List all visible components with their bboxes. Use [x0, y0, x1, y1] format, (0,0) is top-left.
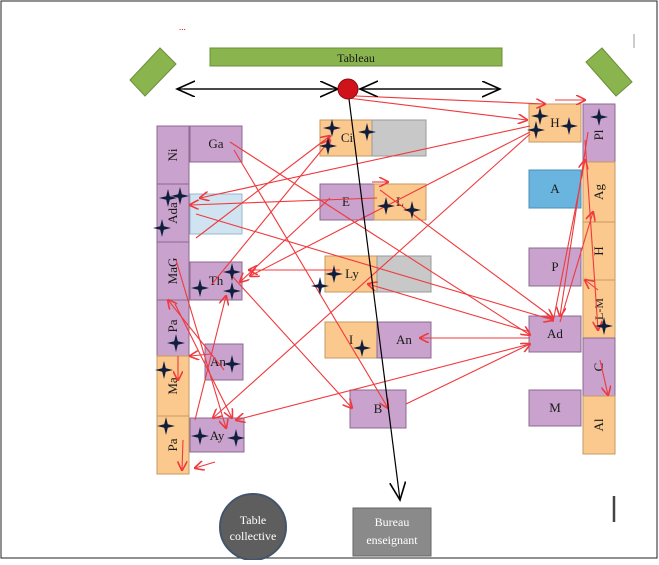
- relation-arrow: [584, 139, 598, 330]
- desk-al: [582, 395, 616, 455]
- label-a: A: [550, 181, 560, 196]
- relation-arrow: [405, 344, 530, 405]
- relation-arrow: [190, 197, 378, 205]
- label-ly: Ly: [345, 266, 359, 281]
- relation-arrow: [182, 439, 183, 470]
- relation-arrow: [194, 296, 226, 421]
- relation-arrows: [168, 96, 608, 470]
- collective-table-line1: Table: [240, 513, 266, 527]
- desk-mag: [156, 241, 190, 301]
- relation-arrow: [368, 284, 531, 333]
- teacher-desk-line2: enseignant: [366, 533, 418, 547]
- left-corner-wall: [129, 47, 177, 97]
- relation-arrow: [347, 97, 527, 120]
- desk-i: [324, 321, 378, 359]
- label-lm: L-M: [592, 298, 606, 320]
- relation-arrow: [560, 131, 589, 316]
- relation-arrow: [195, 213, 553, 320]
- teacher-desk: [352, 507, 432, 557]
- relation-arrow: [233, 149, 388, 408]
- teacher-arrow-down: [348, 98, 400, 500]
- desk-a: [528, 169, 582, 209]
- label-l: L: [396, 194, 404, 209]
- desk-m: [528, 389, 582, 427]
- label-th: Th: [209, 273, 224, 288]
- relation-arrow: [559, 212, 593, 323]
- teacher-desk-line1: Bureau: [375, 515, 410, 529]
- relation-arrow: [379, 189, 553, 318]
- label-i: I: [349, 332, 353, 347]
- desk-h-right: [582, 221, 616, 281]
- label-al: Al: [591, 418, 606, 431]
- label-ma: Ma: [165, 377, 180, 395]
- teacher-position-point: [337, 78, 359, 100]
- teacher-arrows: [177, 89, 500, 500]
- label-an-mid: An: [396, 332, 412, 347]
- label-mag: MaG: [165, 258, 180, 285]
- relation-arrow: [195, 462, 216, 468]
- relation-arrow: [250, 131, 531, 276]
- label-p: P: [551, 259, 558, 274]
- desk-ni: [156, 125, 190, 185]
- relation-arrow: [174, 303, 232, 418]
- relation-arrow: [240, 197, 331, 282]
- relation-arrow: [236, 343, 531, 420]
- desk-b: [349, 389, 407, 429]
- board-label: Tableau: [337, 51, 375, 65]
- right-corner-wall: [585, 47, 633, 97]
- label-ag: Ag: [591, 184, 606, 200]
- label-ad: Ad: [547, 326, 563, 341]
- label-pl: Pl: [591, 129, 606, 140]
- relation-arrow: [585, 280, 599, 291]
- relation-arrow: [599, 359, 608, 395]
- relation-arrow: [175, 259, 226, 428]
- collective-table: [219, 493, 287, 561]
- board: [209, 47, 503, 67]
- label-ni: Ni: [165, 148, 180, 161]
- label-e: E: [342, 194, 350, 209]
- desk-empty-gray-1: [371, 119, 427, 157]
- label-pa-upper: Pa: [165, 319, 180, 332]
- relation-arrow: [231, 275, 352, 408]
- collective-table-line2: collective: [230, 529, 277, 543]
- label-m: M: [549, 400, 561, 415]
- label-ga: Ga: [208, 136, 223, 151]
- label-ci: Ci: [341, 130, 354, 145]
- label-h-top: H: [550, 115, 559, 130]
- desk-empty-light-blue: [189, 193, 243, 235]
- relation-arrow: [168, 300, 225, 371]
- desk-h-top: [528, 103, 582, 143]
- label-ada: Ada: [165, 202, 180, 224]
- label-h-right: H: [591, 246, 606, 255]
- label-b: B: [374, 401, 383, 416]
- desk-empty-gray-2: [376, 255, 432, 293]
- relation-arrow: [190, 354, 212, 356]
- desk-e: [319, 183, 375, 221]
- desk-an-left: [204, 343, 244, 381]
- top-marker: ...: [179, 22, 186, 32]
- relation-arrow: [229, 141, 530, 335]
- label-c: C: [591, 363, 606, 372]
- label-pa-lower: Pa: [165, 438, 180, 451]
- label-ay: Ay: [210, 428, 225, 443]
- relation-arrow: [355, 95, 545, 104]
